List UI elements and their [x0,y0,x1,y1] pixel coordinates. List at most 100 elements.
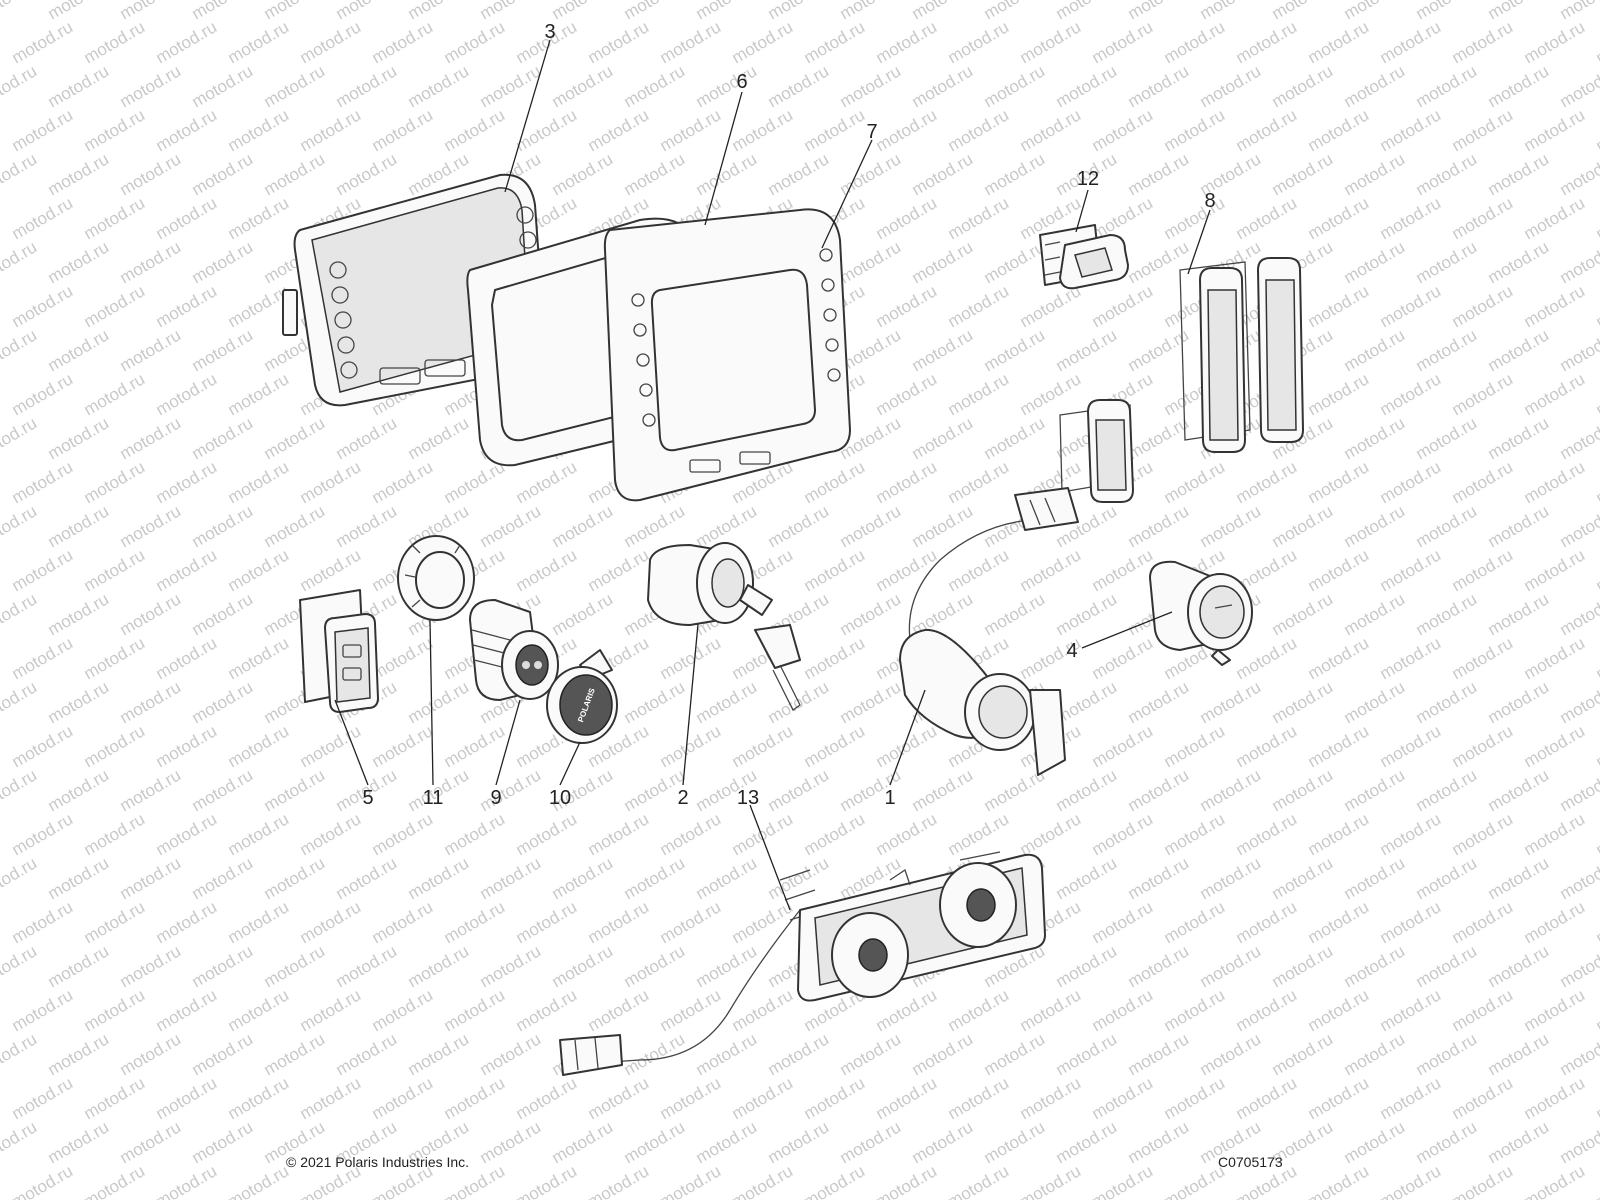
watermark-text: motod.ru [621,941,689,991]
watermark-text: motod.ru [585,545,653,595]
watermark-text: motod.ru [225,545,293,595]
watermark-text: motod.ru [1413,677,1481,727]
watermark-text: motod.ru [45,501,113,551]
watermark-text: motod.ru [1161,897,1229,947]
watermark-text: motod.ru [1089,105,1157,155]
watermark-text: motod.ru [1305,369,1373,419]
watermark-text: motod.ru [81,633,149,683]
watermark-text: motod.ru [45,853,113,903]
watermark-text: motod.ru [45,237,113,287]
part-10-usb-cap: POLARIS [546,649,618,744]
drawing-number: C0705173 [1218,1154,1283,1170]
watermark-text: motod.ru [1593,369,1600,419]
watermark-text: motod.ru [513,1073,581,1123]
watermark-text: motod.ru [1125,237,1193,287]
watermark-text: motod.ru [513,985,581,1035]
watermark-text: motod.ru [909,413,977,463]
watermark-text: motod.ru [1053,1117,1121,1167]
watermark-text: motod.ru [801,105,869,155]
watermark-text: motod.ru [261,61,329,111]
watermark-text: motod.ru [657,897,725,947]
watermark-text: motod.ru [1089,17,1157,67]
watermark-text: motod.ru [1125,149,1193,199]
watermark-text: motod.ru [1269,941,1337,991]
watermark-text: motod.ru [1269,589,1337,639]
watermark-text: motod.ru [1485,413,1553,463]
watermark-text: motod.ru [297,1073,365,1123]
watermark-text: motod.ru [189,589,257,639]
watermark-text: motod.ru [1377,105,1445,155]
watermark-text: motod.ru [621,149,689,199]
watermark-text: motod.ru [1377,281,1445,331]
leader-lines [334,39,1211,911]
watermark-text: motod.ru [1485,1117,1553,1167]
part-12-rocker-switch [1039,224,1129,290]
watermark-text: motod.ru [1269,765,1337,815]
watermark-text: motod.ru [585,105,653,155]
callout-2: 2 [677,787,688,809]
watermark-text: motod.ru [729,105,797,155]
part-9-usb-socket [469,599,559,701]
watermark-text: motod.ru [1341,61,1409,111]
watermark-text: motod.ru [1449,369,1517,419]
watermark-text: motod.ru [1305,633,1373,683]
watermark-text: motod.ru [873,457,941,507]
watermark-text: motod.ru [945,105,1013,155]
watermark-text: motod.ru [1305,897,1373,947]
watermark-text: motod.ru [1053,589,1121,639]
watermark-text: motod.ru [1233,105,1301,155]
watermark-text: motod.ru [801,809,869,859]
watermark-text: motod.ru [945,545,1013,595]
watermark-text: motod.ru [549,941,617,991]
watermark-text: motod.ru [1089,809,1157,859]
watermark-text: motod.ru [765,765,833,815]
watermark-text: motod.ru [1125,61,1193,111]
watermark-text: motod.ru [1161,457,1229,507]
watermark-text: motod.ru [1557,61,1600,111]
watermark-text: motod.ru [225,985,293,1035]
watermark-text: motod.ru [1125,941,1193,991]
watermark-text: motod.ru [0,589,40,639]
watermark-text: motod.ru [1233,633,1301,683]
callout-3: 3 [544,21,555,43]
watermark-text: motod.ru [1449,1161,1517,1200]
watermark-text: motod.ru [585,897,653,947]
watermark-text: motod.ru [153,809,221,859]
watermark-text: motod.ru [1557,941,1600,991]
watermark-text: motod.ru [1053,1029,1121,1079]
watermark-text: motod.ru [657,985,725,1035]
watermark-text: motod.ru [945,281,1013,331]
watermark-text: motod.ru [9,457,77,507]
watermark-text: motod.ru [45,1117,113,1167]
watermark-text: motod.ru [1161,985,1229,1035]
watermark-text: motod.ru [189,765,257,815]
watermark-text: motod.ru [81,369,149,419]
watermark-text: motod.ru [225,721,293,771]
watermark-text: motod.ru [1197,501,1265,551]
watermark-text: motod.ru [621,61,689,111]
watermark-text: motod.ru [9,17,77,67]
watermark-text: motod.ru [1521,1073,1589,1123]
watermark-text: motod.ru [441,897,509,947]
watermark-text: motod.ru [9,193,77,243]
watermark-text: motod.ru [225,633,293,683]
watermark-text: motod.ru [1593,633,1600,683]
watermark-text: motod.ru [0,325,40,375]
watermark-text: motod.ru [765,1029,833,1079]
watermark-text: motod.ru [1341,237,1409,287]
watermark-text: motod.ru [801,633,869,683]
copyright-notice: © 2021 Polaris Industries Inc. [286,1154,470,1170]
watermark-text: motod.ru [1089,721,1157,771]
watermark-text: motod.ru [1377,721,1445,771]
watermark-text: motod.ru [945,457,1013,507]
watermark-text: motod.ru [1269,501,1337,551]
watermark-text: motod.ru [801,1161,869,1200]
watermark-text: motod.ru [1125,413,1193,463]
watermark-text: motod.ru [1557,1117,1600,1167]
watermark-text: motod.ru [189,325,257,375]
watermark-text: motod.ru [1341,325,1409,375]
watermark-text: motod.ru [1341,413,1409,463]
watermark-text: motod.ru [693,149,761,199]
watermark-text: motod.ru [1521,105,1589,155]
watermark-text: motod.ru [765,0,833,23]
